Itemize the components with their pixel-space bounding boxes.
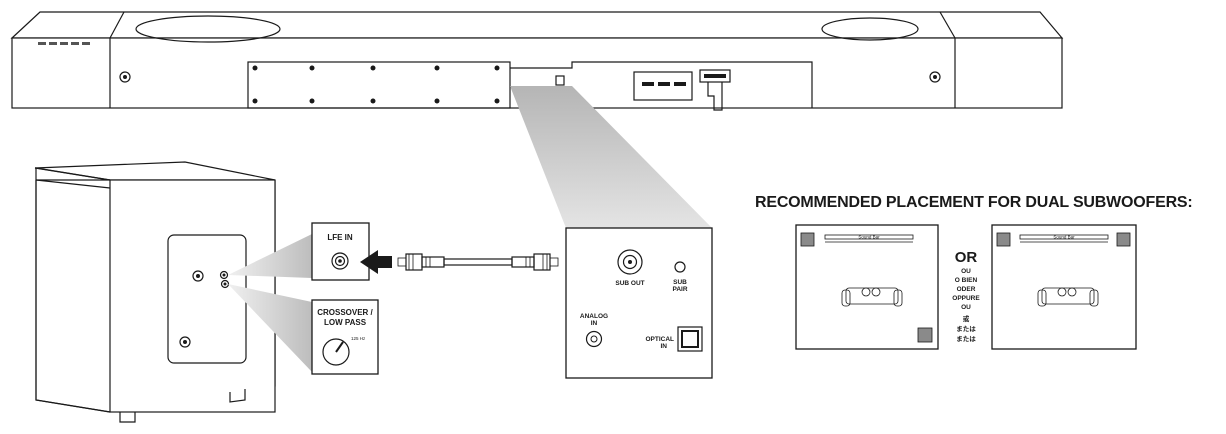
subwoofer-marker <box>996 232 1011 247</box>
analog-in-label-2: IN <box>591 320 598 327</box>
subwoofer-marker <box>800 232 815 247</box>
arrow-left-icon <box>360 250 392 274</box>
optical-in-port-icon <box>677 326 703 352</box>
screw-icon <box>179 336 191 348</box>
crossover-dial-icon <box>322 338 350 366</box>
soundbar-icon <box>824 234 914 240</box>
label-text: ODER <box>957 286 976 293</box>
low-pass-label: LOW PASS <box>324 318 367 327</box>
label-text: OPPURE <box>952 295 980 302</box>
label-text: OU <box>961 268 971 275</box>
lfe-in-label: LFE IN <box>327 233 353 242</box>
lfe-jack-icon <box>219 270 229 280</box>
label-text: または <box>956 324 976 333</box>
or-separator: OR OU O BIEN ODER OPPURE OU 或 または または <box>952 249 980 343</box>
soundbar-label: Sound Bar <box>858 235 880 240</box>
sofa-icon <box>841 287 903 307</box>
analog-in-label-1: ANALOG <box>580 313 608 320</box>
sub-pair-button-icon <box>674 261 686 273</box>
lfe-in-panel: LFE IN <box>311 222 370 281</box>
analog-in-jack-icon <box>585 330 603 348</box>
placement-room-2: Sound Bar <box>991 224 1137 350</box>
optical-in-label-2: IN <box>661 343 668 350</box>
sub-out-label: SUB OUT <box>615 280 644 287</box>
sofa-icon <box>1037 287 1099 307</box>
soundbar-label: Sound Bar <box>1053 235 1075 240</box>
crossover-panel: CROSSOVER / LOW PASS 125 Hz <box>311 299 379 375</box>
crossover-label: CROSSOVER / <box>317 308 373 317</box>
subwoofer-marker <box>917 327 933 343</box>
soundbar-connector-panel: SUB OUT SUB PAIR ANALOG IN OPTICAL IN <box>565 227 713 379</box>
crossover-knob-icon <box>220 279 230 289</box>
zoom-beam <box>510 86 712 228</box>
right-speaker-grille-icon <box>821 17 919 41</box>
screw-icon <box>929 71 941 83</box>
sub-pair-label-1: SUB <box>673 279 687 286</box>
optical-port-icon <box>555 75 565 86</box>
sub-out-jack-icon <box>617 249 643 275</box>
crossover-zoom-beam <box>228 284 312 372</box>
rear-panel-screws <box>252 65 500 104</box>
placement-room-1: Sound Bar <box>795 224 939 350</box>
optical-in-label-1: OPTICAL <box>645 336 674 343</box>
subwoofer-marker <box>1116 232 1131 247</box>
lfe-zoom-beam <box>228 234 312 278</box>
frequency-label: 125 Hz <box>351 336 366 341</box>
power-switch-icon <box>192 270 204 282</box>
placement-heading: RECOMMENDED PLACEMENT FOR DUAL SUBWOOFER… <box>755 194 1193 211</box>
power-port-icon <box>699 69 731 111</box>
screw-icon <box>119 71 131 83</box>
lfe-in-jack-icon <box>331 252 349 270</box>
soundbar-control-buttons <box>38 42 90 45</box>
label-text: または <box>956 334 976 343</box>
or-label: OR <box>955 249 978 266</box>
label-text: 或 <box>963 314 970 323</box>
label-text: OU <box>961 304 971 311</box>
label-text: O BIEN <box>955 277 978 284</box>
sub-pair-label-2: PAIR <box>672 286 687 293</box>
left-speaker-grille-icon <box>135 15 281 43</box>
soundbar-icon <box>1019 234 1109 240</box>
hdmi-ports-icon <box>633 71 693 101</box>
